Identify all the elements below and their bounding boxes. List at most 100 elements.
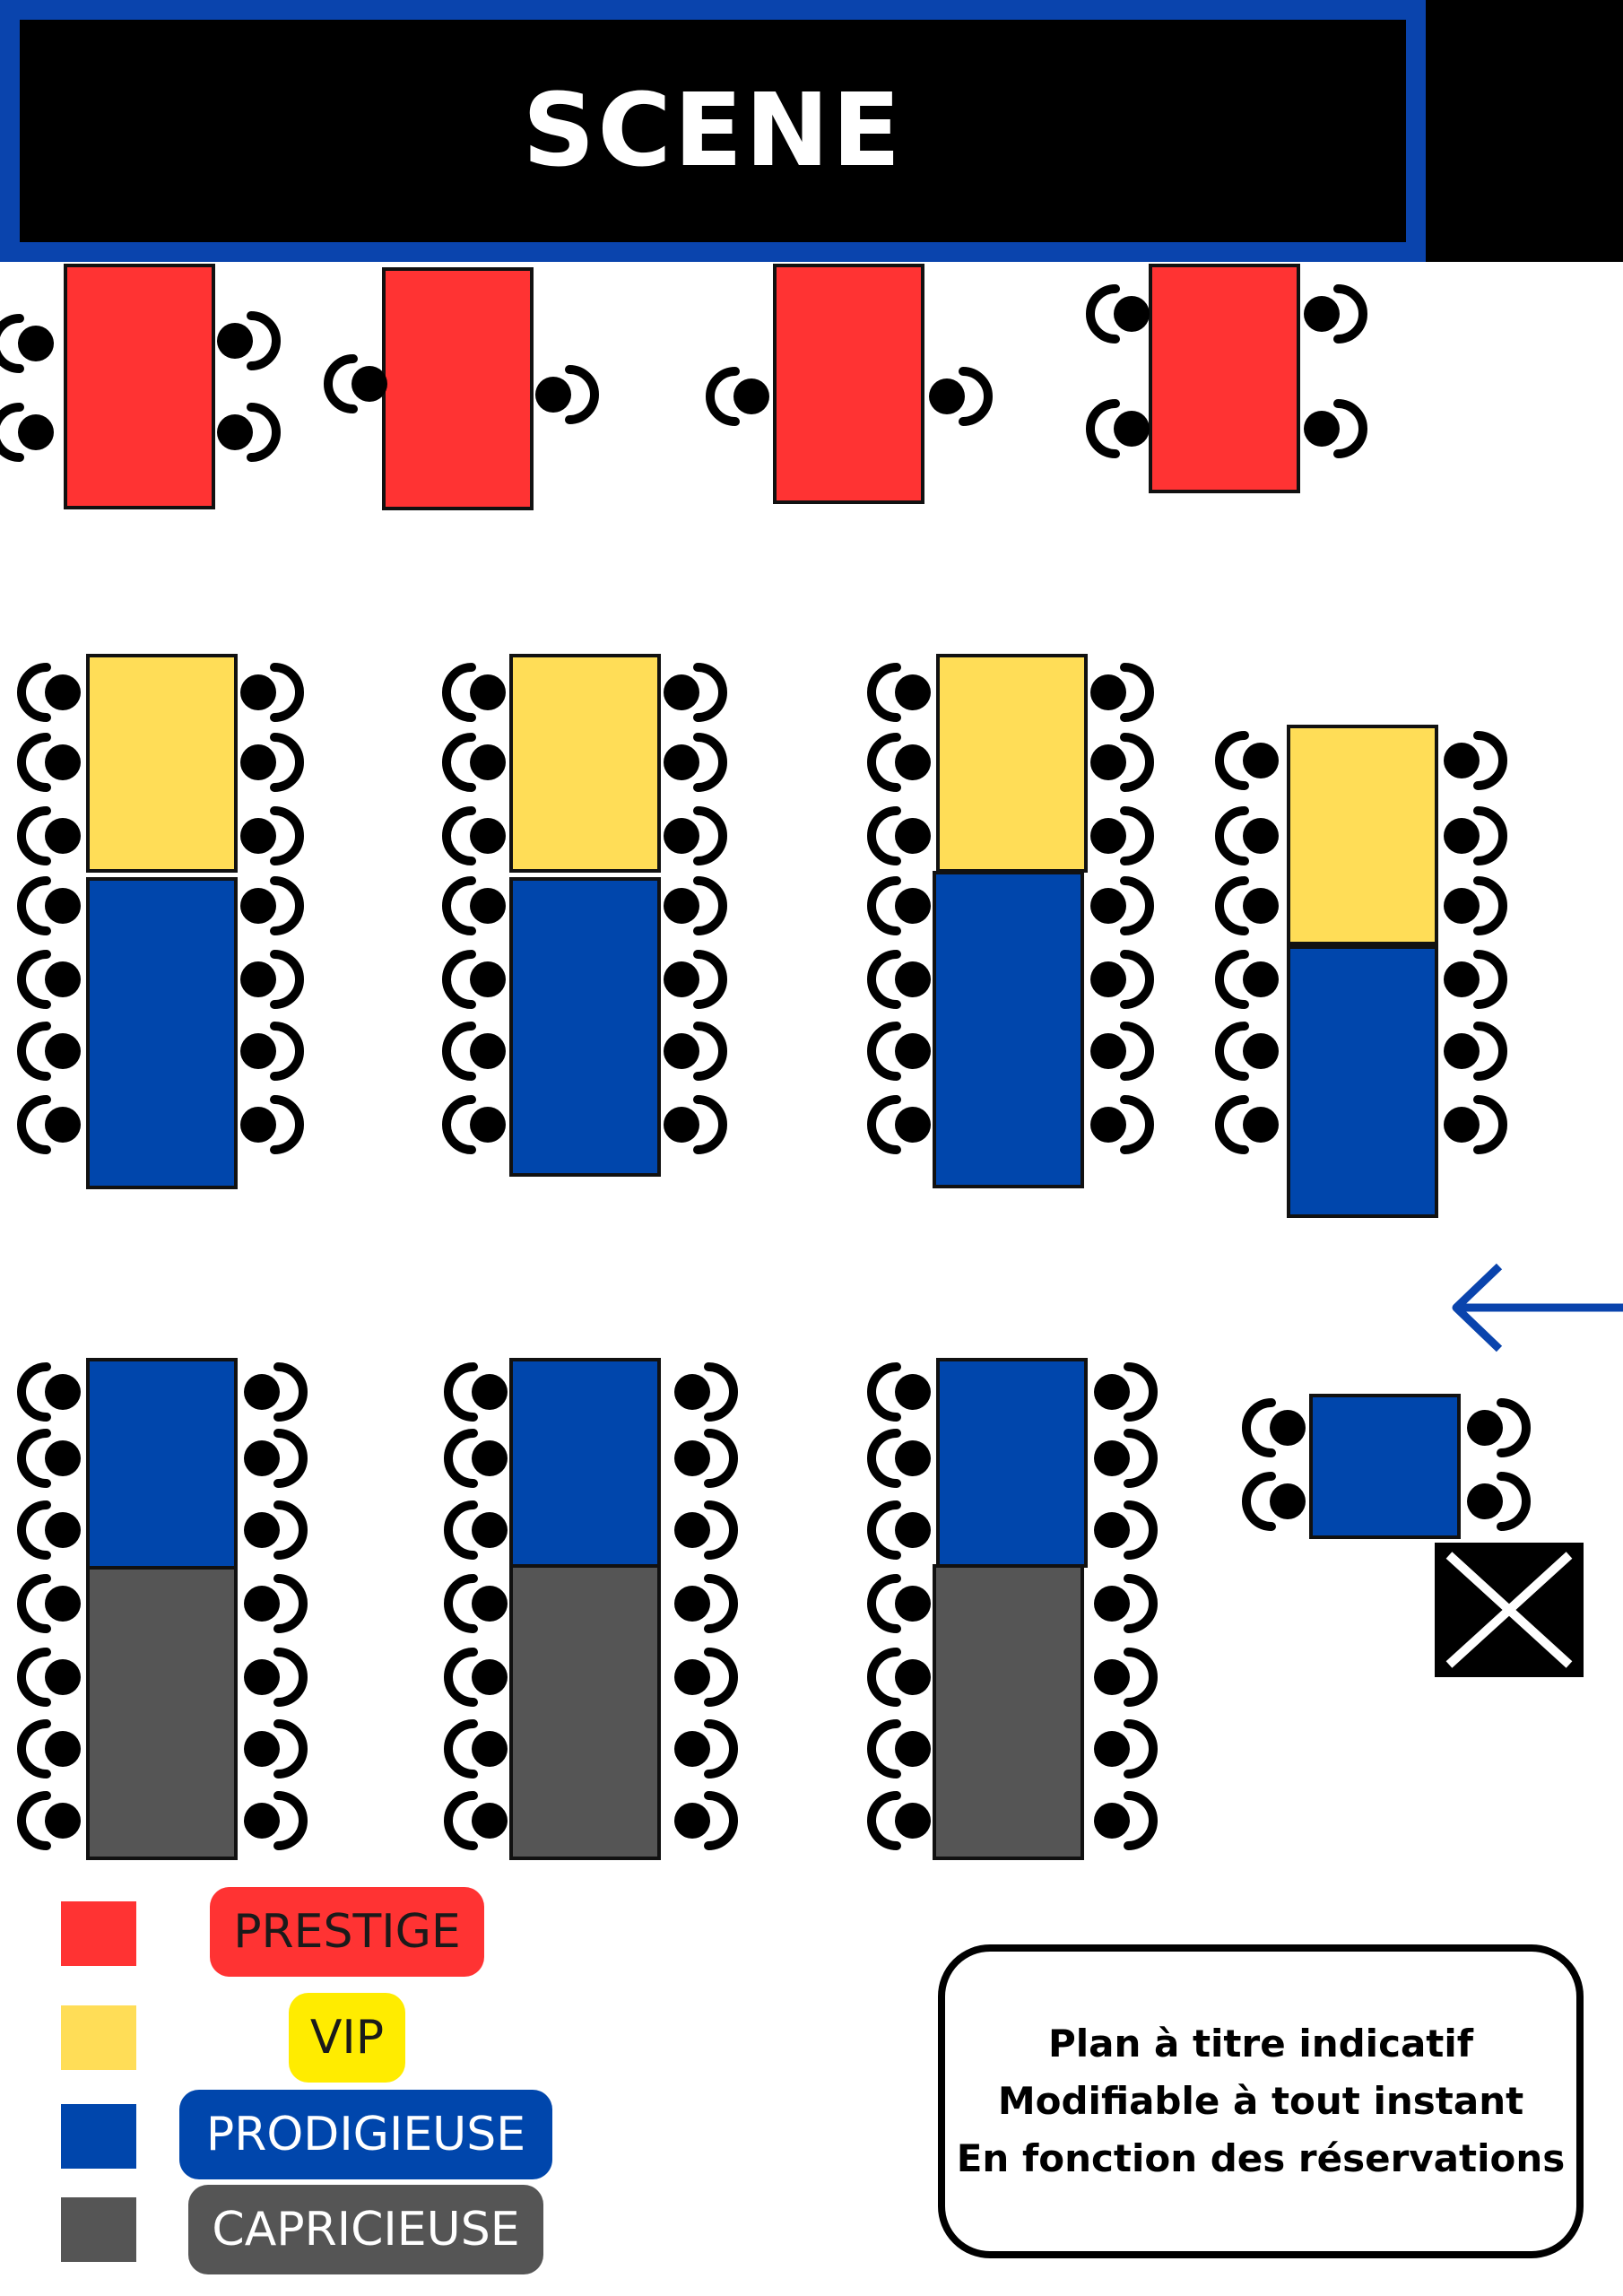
chair: [664, 674, 699, 710]
chair: [664, 744, 699, 780]
chair: [240, 888, 276, 924]
chair-back: [693, 950, 727, 1009]
chair-back: [867, 1500, 901, 1560]
chair: [472, 1440, 508, 1476]
chair: [664, 1033, 699, 1069]
chair: [45, 888, 81, 924]
table-vip: [509, 654, 661, 873]
table-prodigieuse: [509, 1358, 661, 1571]
chair-back: [867, 1648, 901, 1707]
chair: [470, 818, 506, 854]
chair-back: [1473, 876, 1507, 935]
chair-back: [1120, 1095, 1154, 1154]
chair-back: [1124, 1500, 1158, 1560]
chair-back: [1333, 284, 1367, 344]
chair: [472, 1586, 508, 1622]
chair: [895, 1033, 931, 1069]
chair-back: [1124, 1574, 1158, 1633]
chair-back: [17, 1500, 51, 1560]
chair-back: [704, 1719, 738, 1779]
chair-back: [0, 403, 24, 462]
chair: [1094, 1731, 1130, 1767]
table-vip: [1287, 725, 1438, 945]
chair: [217, 323, 253, 359]
chair: [895, 1440, 931, 1476]
chair: [1090, 961, 1126, 997]
chair: [45, 1586, 81, 1622]
chair-back: [1215, 1095, 1249, 1154]
chair: [45, 1803, 81, 1839]
chair: [1444, 818, 1480, 854]
chair-back: [1333, 399, 1367, 458]
chair: [1094, 1374, 1130, 1410]
chair: [1090, 674, 1126, 710]
chair-back: [17, 733, 51, 792]
chair-back: [0, 314, 24, 373]
legend-swatch-capricieuse: [61, 2197, 136, 2262]
chair-back: [17, 663, 51, 722]
chair-back: [17, 1719, 51, 1779]
chair-back: [273, 1429, 308, 1488]
legend-swatch-prestige: [61, 1901, 136, 1966]
chair-back: [1497, 1472, 1531, 1531]
chair-back: [17, 950, 51, 1009]
chair-back: [867, 1791, 901, 1850]
chair: [895, 1586, 931, 1622]
chair-back: [442, 663, 476, 722]
chair: [470, 961, 506, 997]
chair-back: [444, 1500, 478, 1560]
chair-back: [867, 806, 901, 865]
chair: [472, 1731, 508, 1767]
chair-back: [17, 1362, 51, 1422]
chair-back: [270, 950, 304, 1009]
chair: [217, 414, 253, 450]
stage: [0, 0, 1426, 262]
chair: [244, 1586, 280, 1622]
chair: [664, 1107, 699, 1143]
chair-back: [1473, 1095, 1507, 1154]
chair: [240, 1033, 276, 1069]
chair: [244, 1440, 280, 1476]
chair-back: [704, 1791, 738, 1850]
chair-back: [442, 733, 476, 792]
legend-label-capricieuse: CAPRICIEUSE: [188, 2185, 543, 2274]
chair-back: [444, 1648, 478, 1707]
chair: [1270, 1410, 1306, 1446]
chair-back: [1120, 663, 1154, 722]
chair: [1270, 1483, 1306, 1519]
chair: [18, 414, 54, 450]
chair: [1444, 743, 1480, 778]
chair-back: [1120, 733, 1154, 792]
chair: [1467, 1410, 1503, 1446]
chair-back: [867, 733, 901, 792]
table-prodigieuse: [936, 1358, 1088, 1568]
chair: [1444, 1107, 1480, 1143]
chair: [895, 1659, 931, 1695]
chair-back: [1120, 950, 1154, 1009]
chair: [895, 1374, 931, 1410]
table-prestige: [382, 267, 534, 510]
chair-back: [270, 733, 304, 792]
chair-back: [1124, 1648, 1158, 1707]
table-capricieuse: [86, 1566, 238, 1860]
chair-back: [693, 876, 727, 935]
table-prestige: [773, 264, 924, 504]
chair-back: [17, 806, 51, 865]
chair: [895, 888, 931, 924]
chair: [1090, 1033, 1126, 1069]
chair: [895, 1803, 931, 1839]
chair: [244, 1374, 280, 1410]
chair: [45, 1374, 81, 1410]
chair: [1094, 1659, 1130, 1695]
chair: [535, 377, 571, 413]
chair: [733, 378, 769, 414]
chair-back: [1215, 876, 1249, 935]
table-capricieuse: [933, 1564, 1084, 1860]
chair-back: [867, 1022, 901, 1081]
chair: [45, 1731, 81, 1767]
chair-back: [273, 1648, 308, 1707]
note-line-1: Plan à titre indicatif: [1047, 2022, 1474, 2066]
chair-back: [1215, 950, 1249, 1009]
chair-back: [1242, 1472, 1276, 1531]
chair-back: [1473, 950, 1507, 1009]
